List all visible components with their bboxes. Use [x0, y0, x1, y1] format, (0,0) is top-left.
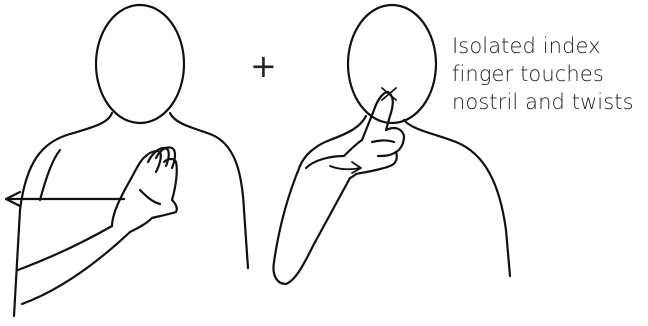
- right-arm-line: [306, 156, 344, 168]
- right-arm-outer: [274, 166, 301, 284]
- flat-hand-icon: [112, 147, 177, 232]
- left-forearm-lower: [22, 232, 130, 304]
- left-head: [96, 5, 184, 123]
- caption-line-1: Isolated index: [452, 32, 644, 60]
- left-neck-shoulders: [14, 113, 112, 316]
- left-right-shoulder: [170, 113, 248, 268]
- right-arm-inner: [286, 178, 350, 284]
- caption-line-3: nostril and twists: [452, 88, 644, 116]
- twist-arrow-icon: [330, 162, 361, 173]
- right-neck-shoulders: [300, 116, 366, 166]
- caption-line-2: finger touches: [452, 60, 644, 88]
- left-signer-figure: [6, 5, 248, 316]
- right-right-shoulder: [404, 120, 510, 276]
- left-chest-line: [40, 150, 60, 200]
- sign-description: Isolated index finger touches nostril an…: [452, 32, 644, 116]
- left-forearm-upper: [18, 226, 112, 270]
- arrow-left-icon: [6, 192, 124, 206]
- plus-separator: +: [250, 50, 277, 82]
- index-finger-hand-icon: [344, 92, 404, 178]
